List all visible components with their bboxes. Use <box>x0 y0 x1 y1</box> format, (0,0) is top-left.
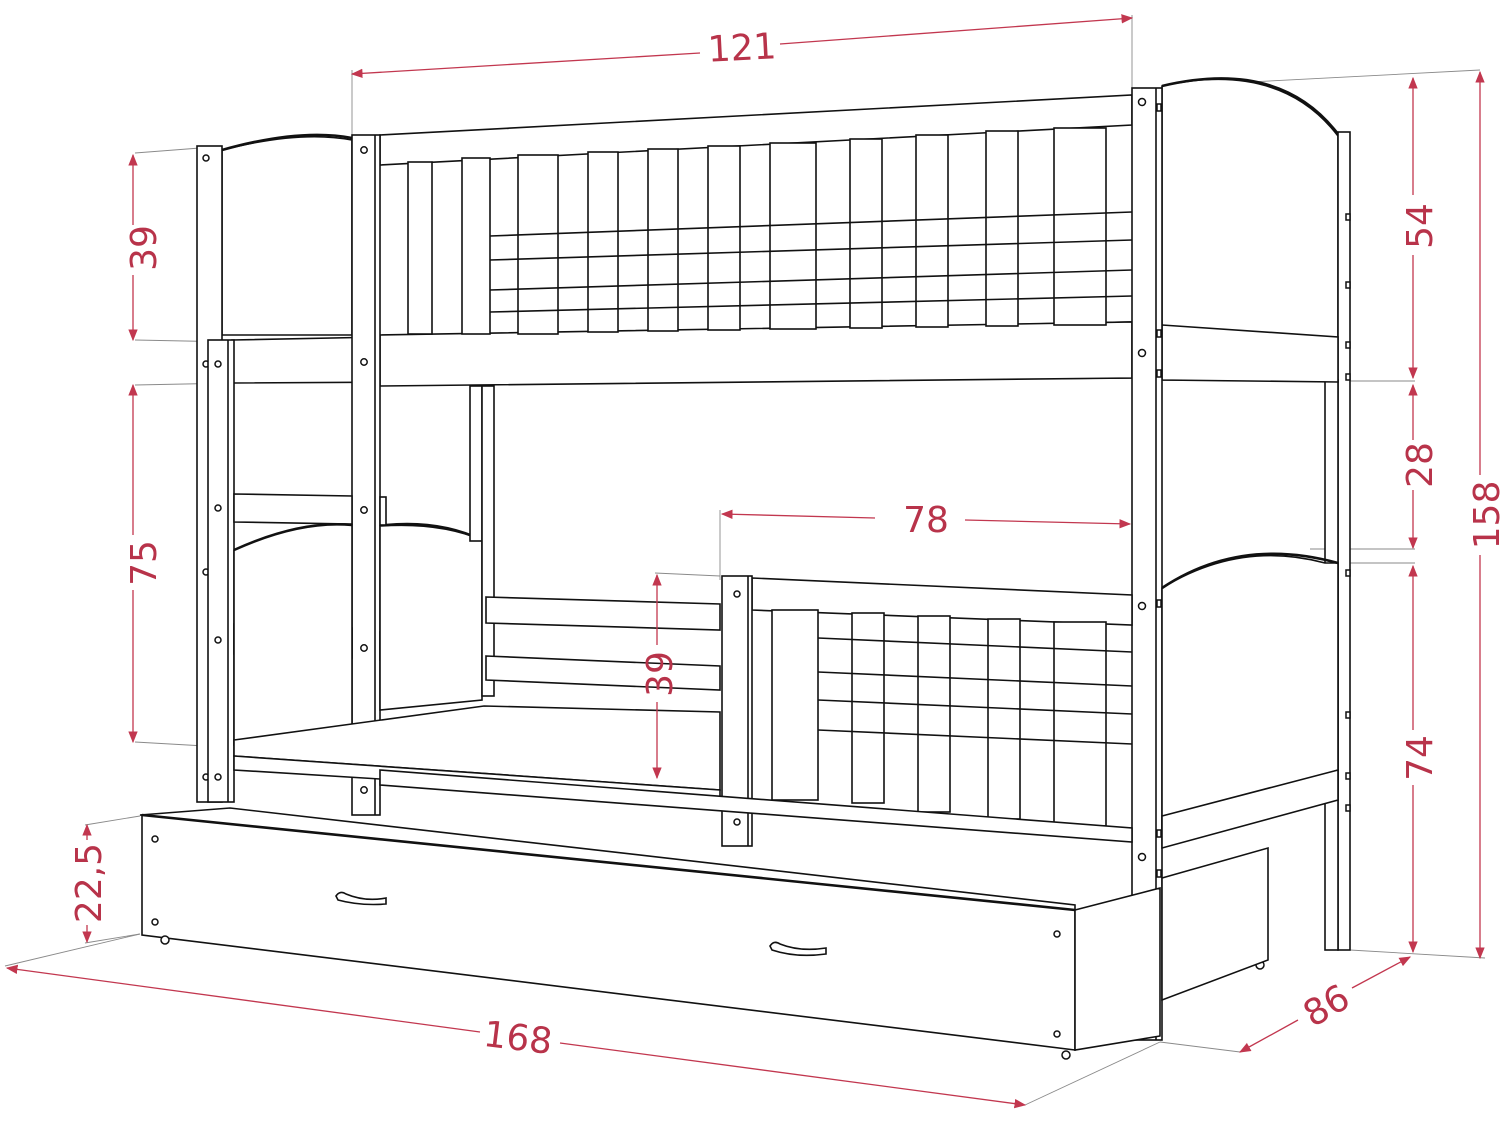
dim-overall-length: 168 <box>481 1014 554 1063</box>
lower-bunk <box>233 385 1339 850</box>
lower-rail-slats <box>771 609 1133 827</box>
dim-overall-height: 158 <box>1467 481 1500 550</box>
upper-rail-slats <box>407 127 1133 335</box>
dim-drawer-height: 22,5 <box>69 843 110 923</box>
dim-bunk-gap-right: 28 <box>1400 442 1441 488</box>
drawer-handle-icon <box>335 891 387 906</box>
dim-top-width: 121 <box>707 26 778 71</box>
dim-upper-rail-height: 39 <box>124 225 165 271</box>
extension-lines <box>4 15 1486 1106</box>
dim-lower-rail-width: 78 <box>903 500 949 541</box>
dim-lower-rail-height: 39 <box>640 651 681 697</box>
bolt-holes-right-post <box>1345 213 1351 812</box>
dim-lower-headboard-height: 74 <box>1400 735 1441 781</box>
drawer-handle-icon <box>769 941 827 957</box>
trundle-drawer <box>139 807 1269 1060</box>
dim-bunk-gap-left: 75 <box>124 540 165 586</box>
dimension-lines <box>5 14 1485 1109</box>
dim-overall-depth: 86 <box>1297 977 1357 1035</box>
dim-upper-headboard-height: 54 <box>1400 203 1441 249</box>
